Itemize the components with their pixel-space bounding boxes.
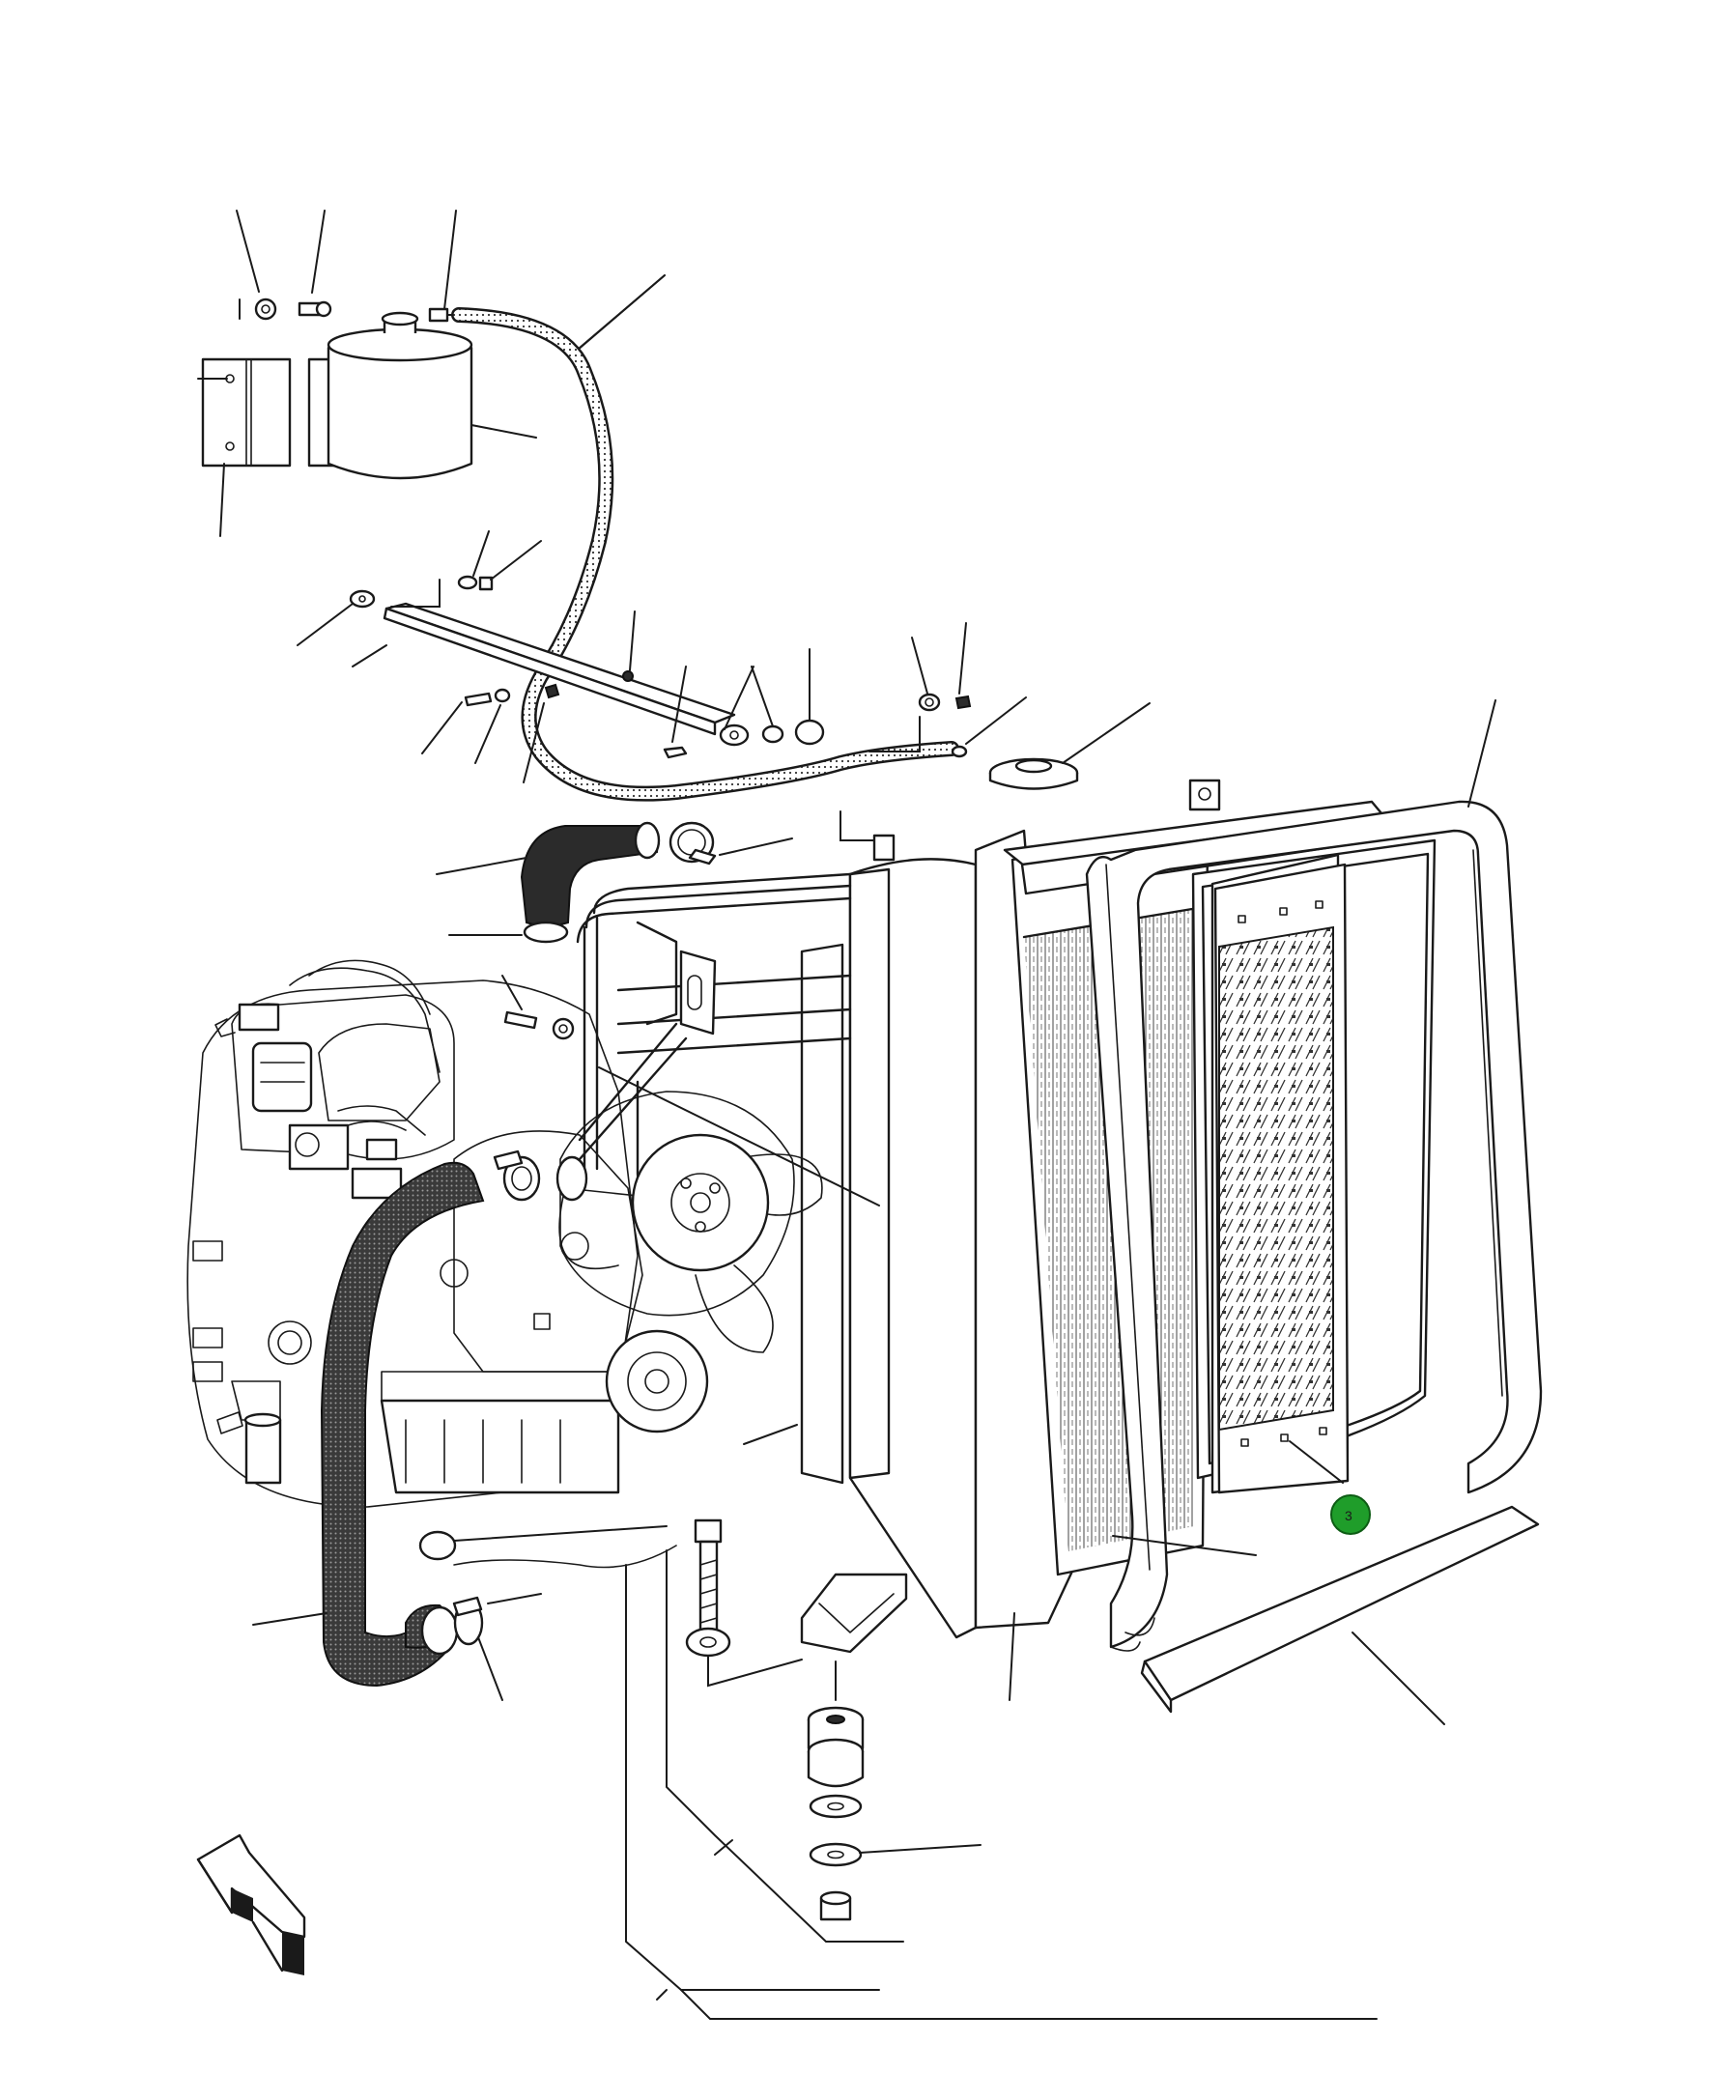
callout-3[interactable]: 3 (1289, 1440, 1371, 1535)
radiator-cap (988, 702, 1151, 790)
upper-radiator-hose (436, 821, 793, 944)
view-direction-arrow-icon (196, 1833, 306, 1975)
hose-clamps-top (868, 622, 1027, 758)
radiator-bottom-mount (625, 1424, 1378, 2020)
radiator-assembly (576, 699, 1543, 1725)
engine-block (186, 959, 823, 1569)
expansion-tank-assembly (197, 210, 666, 537)
overflow-hose (451, 274, 959, 802)
mounting-bar (297, 530, 825, 783)
callout-3-label: 3 (1345, 1508, 1352, 1523)
lower-radiator-hose (252, 1149, 588, 1701)
